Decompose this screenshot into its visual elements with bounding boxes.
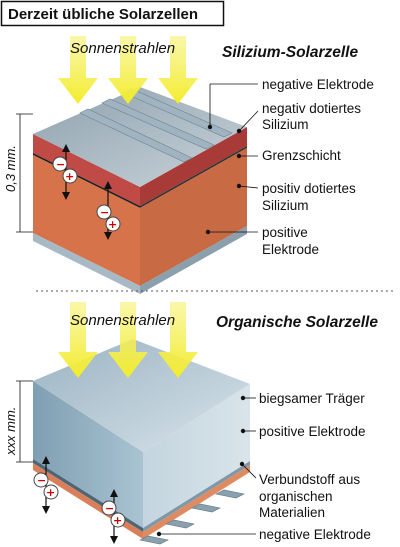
silicon-leader-dots bbox=[205, 124, 242, 235]
organic-cell bbox=[33, 339, 250, 545]
silicon-side-top-layer bbox=[140, 127, 247, 206]
label-composite-line3: Materialien bbox=[259, 505, 325, 520]
silicon-side-boundary bbox=[140, 146, 247, 208]
label-pos-electrode-line1: positive bbox=[262, 225, 308, 240]
svg-text:+: + bbox=[108, 218, 117, 231]
sun-arrow bbox=[58, 36, 98, 104]
hole-icon bbox=[62, 168, 78, 184]
silicon-leader-lines bbox=[208, 83, 259, 233]
silicon-side-bottom-layer bbox=[140, 148, 247, 286]
hole-icon bbox=[43, 484, 59, 500]
svg-text:−: − bbox=[56, 158, 65, 171]
organic-sun-arrows bbox=[58, 302, 198, 378]
electron-icon bbox=[101, 500, 117, 516]
silicon-sun-label: Sonnenstrahlen bbox=[70, 40, 175, 57]
organic-charge-carriers: − + − + bbox=[33, 456, 126, 544]
organic-front-carrier bbox=[33, 381, 143, 528]
organic-electrode-strips bbox=[139, 489, 245, 545]
svg-text:−: − bbox=[37, 474, 46, 487]
sun-arrow bbox=[158, 36, 198, 104]
silicon-side-electrode bbox=[140, 226, 247, 294]
organic-title: Organische Solarzelle bbox=[216, 314, 378, 331]
label-neg-doped-line2: Silizium bbox=[262, 117, 309, 132]
hole-icon bbox=[110, 512, 126, 528]
label-positive-electrode: positive Elektrode bbox=[259, 424, 366, 439]
silicon-title: Silizium-Solarzelle bbox=[222, 44, 358, 61]
organic-thickness-marker bbox=[16, 380, 33, 463]
label-composite-line2: organischen bbox=[259, 489, 333, 504]
svg-text:−: − bbox=[100, 206, 109, 219]
silicon-thickness-marker bbox=[16, 113, 33, 233]
label-composite-line1: Verbundstoff aus bbox=[259, 472, 360, 487]
silicon-front-bottom-layer bbox=[33, 155, 140, 286]
silicon-sun-arrows bbox=[58, 36, 198, 104]
sun-arrow bbox=[108, 302, 148, 378]
svg-text:+: + bbox=[46, 486, 55, 499]
label-negative-electrode-organic: negative Elektrode bbox=[259, 527, 371, 542]
hole-icon bbox=[105, 216, 121, 232]
silicon-thickness-label: 0,3 mm. bbox=[3, 145, 18, 192]
label-pos-electrode-line2: Elektrode bbox=[262, 242, 319, 257]
organic-side-carrier bbox=[143, 384, 250, 528]
label-pos-doped-line1: positiv dotiertes bbox=[262, 181, 356, 196]
organic-leader-dots bbox=[156, 395, 246, 537]
label-neg-doped-line1: negativ dotiertes bbox=[262, 101, 361, 116]
electron-icon bbox=[96, 204, 112, 220]
svg-text:−: − bbox=[105, 502, 114, 515]
silicon-cell bbox=[33, 87, 247, 294]
organic-thickness-label: xxx mm. bbox=[3, 407, 18, 456]
svg-text:+: + bbox=[65, 170, 74, 183]
label-negative-electrode: negative Elektrode bbox=[262, 77, 374, 92]
sun-arrow bbox=[108, 36, 148, 104]
silicon-electrode-strips bbox=[79, 88, 233, 163]
electron-icon bbox=[52, 156, 68, 172]
silicon-front-electrode bbox=[33, 233, 140, 294]
silicon-front-top-layer bbox=[33, 134, 140, 206]
svg-text:+: + bbox=[113, 514, 122, 527]
sun-arrow bbox=[58, 302, 98, 378]
page-title: Derzeit übliche Solarzellen bbox=[8, 6, 198, 23]
label-flexible-carrier: biegsamer Träger bbox=[259, 391, 365, 406]
electron-icon bbox=[33, 472, 49, 488]
label-boundary-layer: Grenzschicht bbox=[262, 148, 341, 163]
organic-top-face bbox=[33, 339, 250, 452]
organic-sun-label: Sonnenstrahlen bbox=[70, 312, 175, 329]
sun-arrow bbox=[158, 302, 198, 378]
organic-side-electrode bbox=[143, 461, 250, 532]
organic-side-composite bbox=[143, 465, 250, 539]
label-pos-doped-line2: Silizium bbox=[262, 198, 309, 213]
header-box: Derzeit übliche Solarzellen bbox=[0, 0, 225, 27]
silicon-charge-carriers: − + − + bbox=[52, 144, 121, 240]
